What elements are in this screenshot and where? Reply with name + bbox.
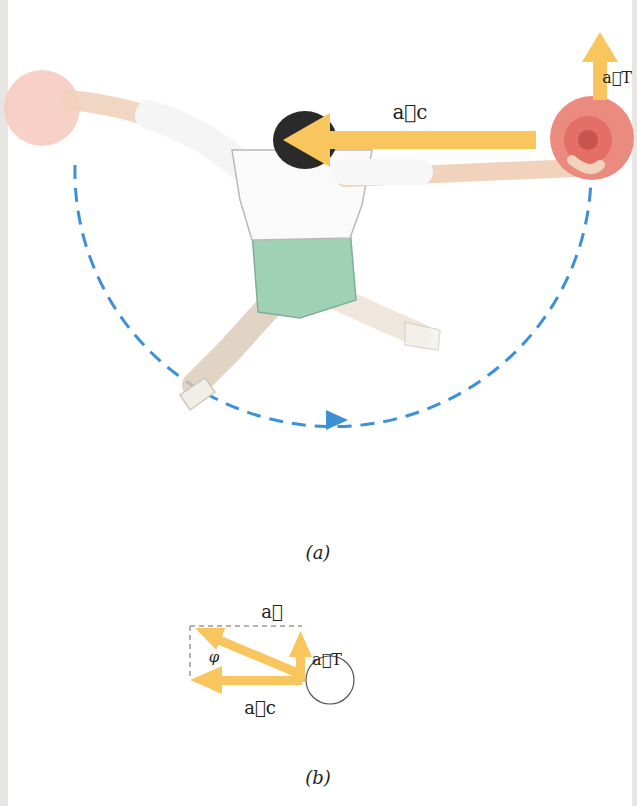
angle-label: φ [209,649,220,666]
vector-label: a⃗T [602,69,632,87]
figure-part-label: (a) [306,543,331,563]
vector-diagram [190,626,354,704]
tangential-arrow [582,32,618,100]
vector-label: a⃗ [261,602,283,622]
bowling-ball [550,96,634,180]
vector-label: a⃗c [392,101,427,123]
page-panel [8,0,632,806]
vector-label: a⃗T [312,651,342,669]
figure-part-label: (b) [305,768,331,788]
bowler [70,100,575,410]
path-arrowhead [326,410,348,430]
vector-label: a⃗c [244,698,276,718]
